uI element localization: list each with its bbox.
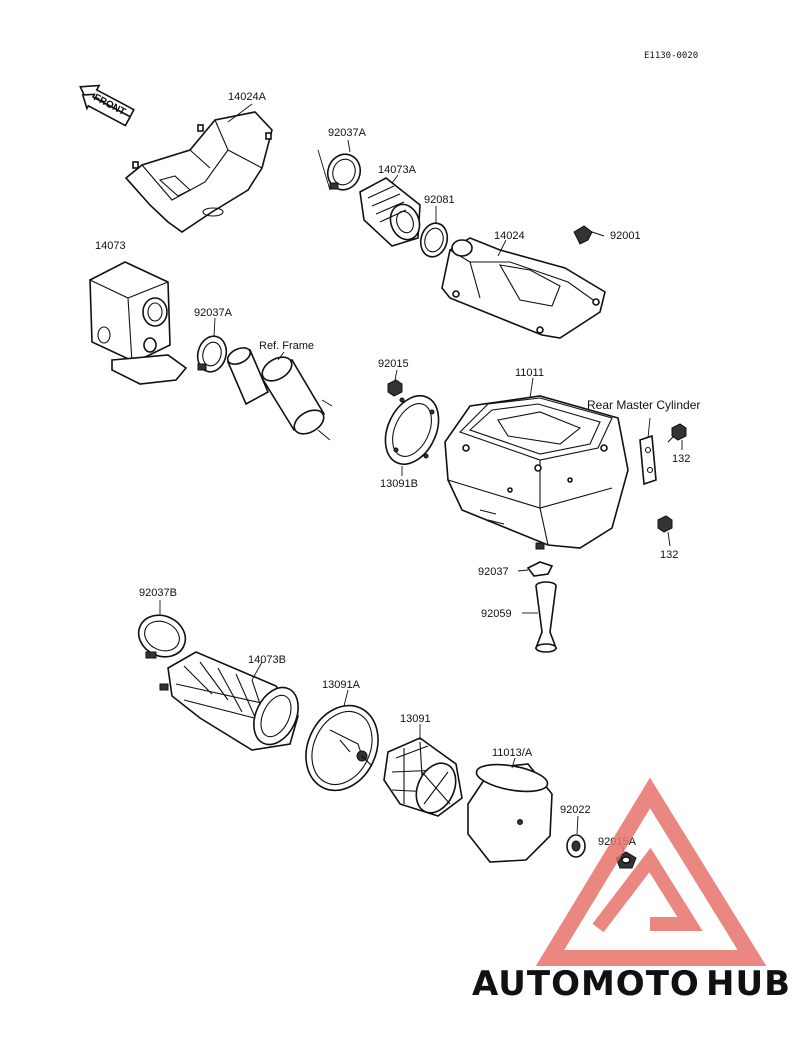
label-11013A: 11013/A [492, 747, 533, 759]
watermark-brand-part1: AUTOMOTO [472, 964, 700, 1004]
part-14073A-boot [359, 177, 421, 247]
label-132-upper-callout: 132 [672, 453, 690, 465]
watermark-logo [535, 777, 767, 966]
part-92037A-clamp-top [326, 153, 362, 191]
label-14073A: 14073A [378, 164, 417, 176]
part-92037B-clamp [137, 614, 187, 659]
part-14073-duct [89, 261, 188, 385]
watermark-triangle-icon [535, 777, 767, 966]
label-92037A-mid: 92037A [194, 307, 233, 319]
label-13091A: 13091A [322, 679, 361, 691]
part-92081-ring [419, 222, 449, 258]
label-92037A-top: 92037A [328, 127, 367, 139]
part-14024A-cover [124, 111, 273, 233]
part-11011-airbox [444, 395, 629, 550]
label-13091: 13091 [400, 713, 431, 725]
part-13091-filter-element [383, 737, 463, 817]
label-92081: 92081 [424, 194, 455, 206]
label-rear-master-cylinder: Rear Master Cylinder [587, 398, 700, 412]
part-14073B-duct [159, 651, 299, 751]
label-14073: 14073 [95, 240, 126, 252]
part-14024-case [441, 237, 606, 339]
part-13091A-plate [305, 704, 379, 792]
label-92037B: 92037B [139, 587, 177, 599]
part-92001-bolt [573, 225, 605, 245]
label-ref-frame: Ref. Frame [259, 340, 314, 352]
label-11011: 11011 [515, 367, 544, 379]
watermark-brand-part2: HUB [706, 964, 791, 1004]
label-13091B: 13091B [380, 478, 418, 490]
part-132-bolt-upper [667, 423, 687, 443]
part-11013A-cover [467, 763, 553, 863]
label-14073B: 14073B [248, 654, 286, 666]
part-ref-frame-tubes [226, 347, 326, 435]
part-92022-washer [566, 834, 586, 858]
reference-code: E1130-0020 [644, 51, 698, 61]
part-13091B-gasket [384, 395, 440, 465]
part-92059-drain-tube [534, 581, 558, 653]
part-92037-clip [526, 561, 554, 577]
watermark-inner-mark-icon [592, 847, 703, 933]
label-92059: 92059 [481, 608, 512, 620]
label-14024: 14024 [494, 230, 525, 242]
part-rear-master-bracket [639, 434, 657, 486]
label-92015: 92015 [378, 358, 409, 370]
part-132-bolt-lower [657, 515, 673, 533]
label-92037: 92037 [478, 566, 509, 578]
part-92037A-clamp-mid [196, 335, 228, 373]
label-132-lower-callout: 132 [660, 549, 678, 561]
part-92015-nut [387, 379, 403, 397]
label-92001: 92001 [610, 230, 641, 242]
label-92022: 92022 [560, 804, 591, 816]
label-14024A: 14024A [228, 91, 267, 103]
